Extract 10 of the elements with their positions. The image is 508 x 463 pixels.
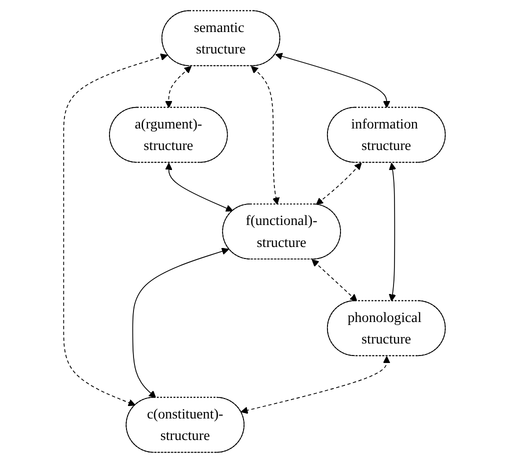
arrow (388, 162, 396, 302)
arrow (132, 248, 229, 398)
arrow (274, 52, 390, 108)
arrow (164, 66, 192, 108)
arrow (250, 66, 280, 205)
arrow (316, 162, 362, 205)
arrow (240, 356, 390, 414)
arrow (62, 54, 168, 406)
arrow (164, 162, 233, 212)
arrow (311, 259, 357, 302)
